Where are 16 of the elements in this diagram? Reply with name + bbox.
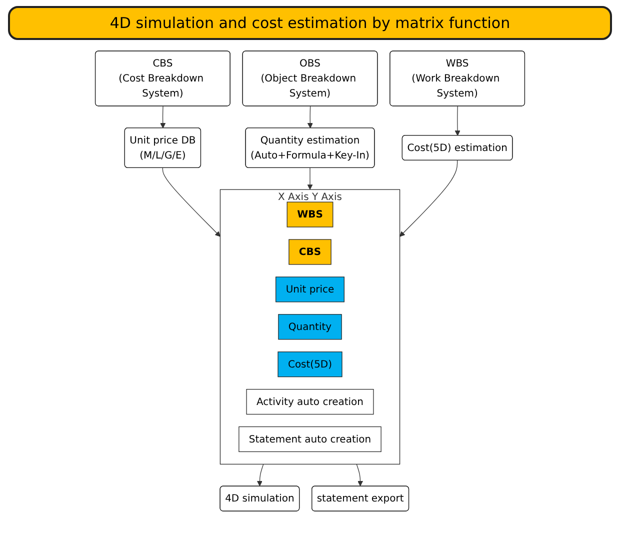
node-box: Cost(5D) bbox=[278, 352, 342, 378]
node-box: CBS bbox=[288, 239, 332, 265]
arrow bbox=[454, 106, 460, 136]
node-box: Activity auto creation bbox=[246, 388, 374, 415]
title-banner: 4D simulation and cost estimation by matrix function bbox=[8, 6, 612, 40]
node-box: Unit price bbox=[276, 276, 344, 302]
node-box: Quantity bbox=[278, 314, 342, 340]
arrow bbox=[307, 106, 313, 128]
arrow bbox=[256, 464, 264, 486]
arrow bbox=[307, 167, 313, 190]
arrow bbox=[162, 167, 220, 237]
arrow bbox=[356, 464, 364, 486]
arrow bbox=[400, 160, 458, 237]
node-box: Statement auto creation bbox=[238, 426, 382, 452]
arrow bbox=[160, 106, 166, 128]
node-box: WBS bbox=[286, 202, 334, 228]
